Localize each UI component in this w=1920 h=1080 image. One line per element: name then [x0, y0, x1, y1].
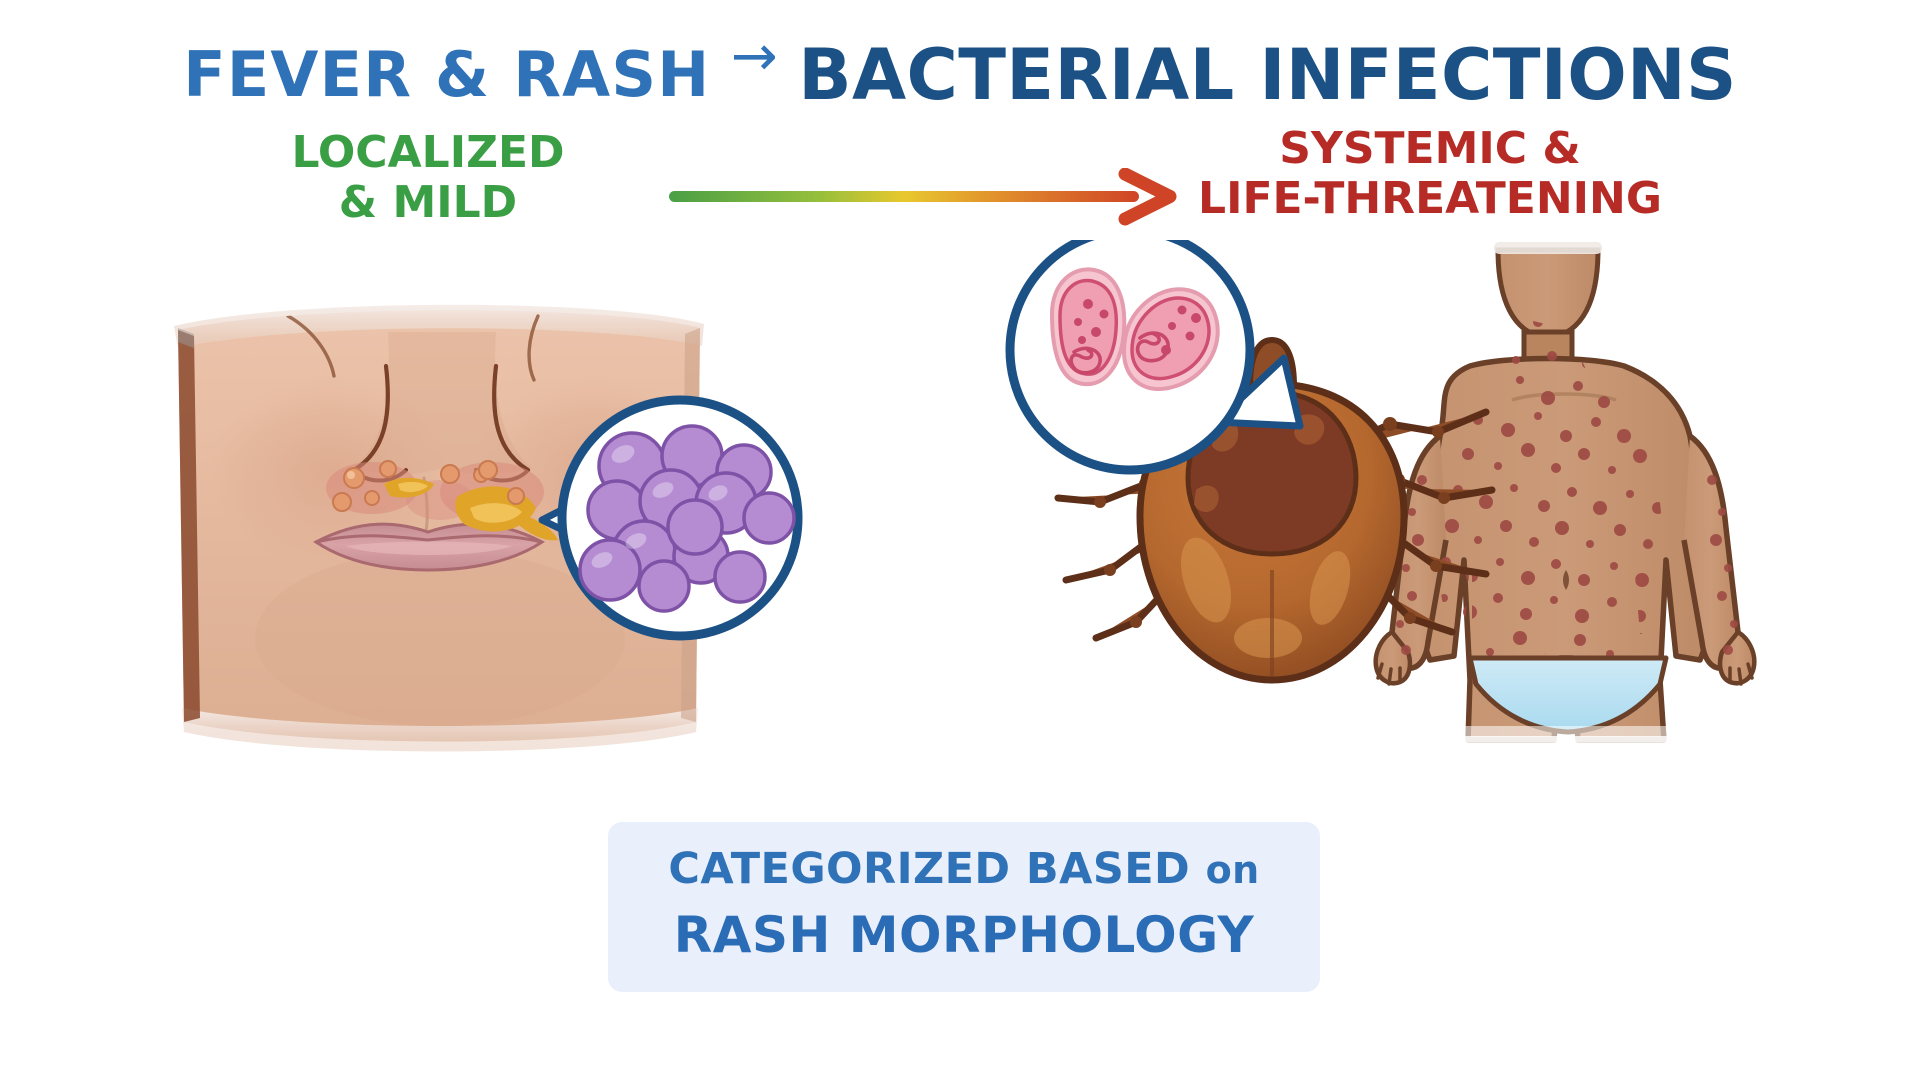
spectrum-right-label: SYSTEMIC & LIFE-THREATENING — [1140, 124, 1720, 223]
spectrum-left-label: LOCALIZED & MILD — [248, 128, 608, 227]
gradient-right-arrow-icon — [669, 168, 1177, 226]
spectrum-left-line2: & MILD — [338, 176, 518, 228]
arm-rash — [1396, 475, 1738, 655]
caption-line-1: CATEGORIZED BASED on — [608, 844, 1320, 894]
rickettsia-magnifier — [1005, 240, 1304, 475]
caption-line-2: RASH MORPHOLOGY — [673, 906, 1255, 964]
cocci-cluster — [578, 424, 796, 613]
tick-and-child-illustration — [1005, 240, 1757, 746]
face-with-impetigo-illustration — [174, 304, 803, 752]
caption-line1-suffix: on — [1205, 848, 1260, 892]
staphylococcus-magnifier — [538, 395, 803, 641]
caption-line1-main: CATEGORIZED BASED — [668, 844, 1191, 894]
caption-box: CATEGORIZED BASED on RASH MORPHOLOGY — [608, 822, 1320, 992]
rickettsia-cell-1 — [1049, 267, 1127, 387]
child-with-rash — [1373, 242, 1757, 746]
right-arrow-icon: → — [730, 24, 778, 89]
page-title: FEVER & RASH → BACTERIAL INFECTIONS — [0, 24, 1920, 116]
rickettsia-cell-2 — [1121, 287, 1220, 391]
title-left-text: FEVER & RASH — [183, 38, 711, 112]
impetigo-lesions — [326, 460, 558, 541]
spectrum-right-line2: LIFE-THREATENING — [1198, 172, 1662, 224]
title-right-text: BACTERIAL INFECTIONS — [798, 33, 1737, 116]
lips — [313, 522, 545, 572]
spectrum-right-line1: SYSTEMIC & — [1279, 123, 1581, 174]
spectrum-left-line1: LOCALIZED — [291, 127, 565, 178]
